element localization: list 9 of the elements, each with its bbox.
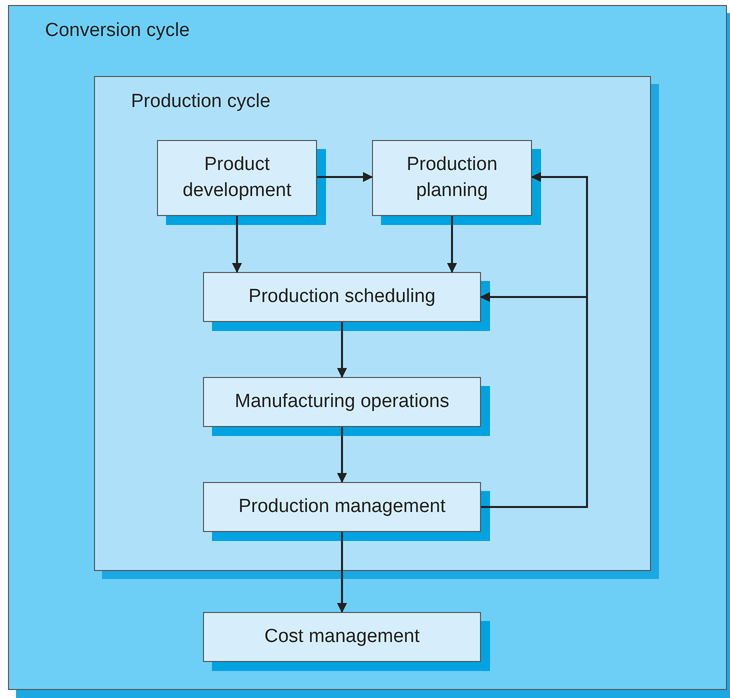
group-title: Production cycle: [131, 91, 270, 113]
arrow: [232, 216, 242, 273]
arrow: [337, 322, 347, 378]
arrow: [337, 427, 347, 483]
arrow: [447, 216, 457, 273]
arrow: [317, 172, 373, 182]
arrow: [337, 532, 347, 613]
arrow: [480, 292, 588, 508]
group-title: Conversion cycle: [45, 20, 190, 42]
